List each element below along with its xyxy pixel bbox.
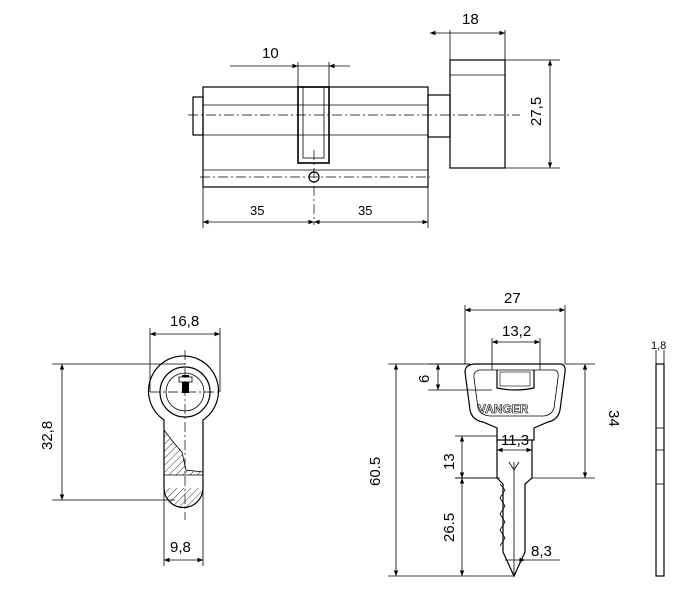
cylinder-front-profile: 16,8 32,8 9,8	[39, 313, 222, 566]
dim-left-length: 35	[250, 203, 264, 218]
dim-front-height: 32,8	[39, 421, 56, 450]
dim-key-blade-length: 26.5	[441, 513, 458, 542]
key-edge-profile	[655, 363, 665, 577]
key-thickness-view: 1,8	[651, 340, 666, 577]
cylinder-left-cap	[192, 96, 204, 136]
key-blade	[496, 440, 533, 578]
key-brand-logo: VANGER	[478, 402, 529, 416]
dim-knob-height: 27,5	[528, 97, 545, 126]
dim-key-head-top: 6	[416, 375, 433, 383]
cylinder-side-view: 18 10 27,5 35 35	[188, 11, 560, 228]
dim-key-shoulder: 13	[441, 453, 458, 470]
key-head	[464, 363, 566, 441]
dim-key-tip-width: 8,3	[531, 543, 552, 560]
dim-cam-width: 10	[262, 45, 279, 62]
dim-key-thickness: 1,8	[651, 340, 666, 352]
thumb-knob	[449, 59, 506, 169]
dim-knob-width: 18	[462, 11, 479, 28]
dim-key-head-inner: 13,2	[502, 323, 531, 340]
dim-right-length: 35	[358, 203, 372, 218]
dim-key-shank-width: 11,3	[501, 432, 529, 449]
dim-front-width: 16,8	[170, 313, 199, 330]
key-drawing: VANGER 27 13,2 6 34 11,3	[367, 290, 622, 578]
knob-neck	[427, 94, 451, 138]
dim-key-width: 27	[504, 290, 521, 307]
dim-key-head-height: 34	[605, 410, 622, 427]
dim-front-bottom-width: 9,8	[170, 539, 191, 556]
dim-key-total-length: 60.5	[367, 457, 384, 486]
keyway	[182, 375, 189, 393]
